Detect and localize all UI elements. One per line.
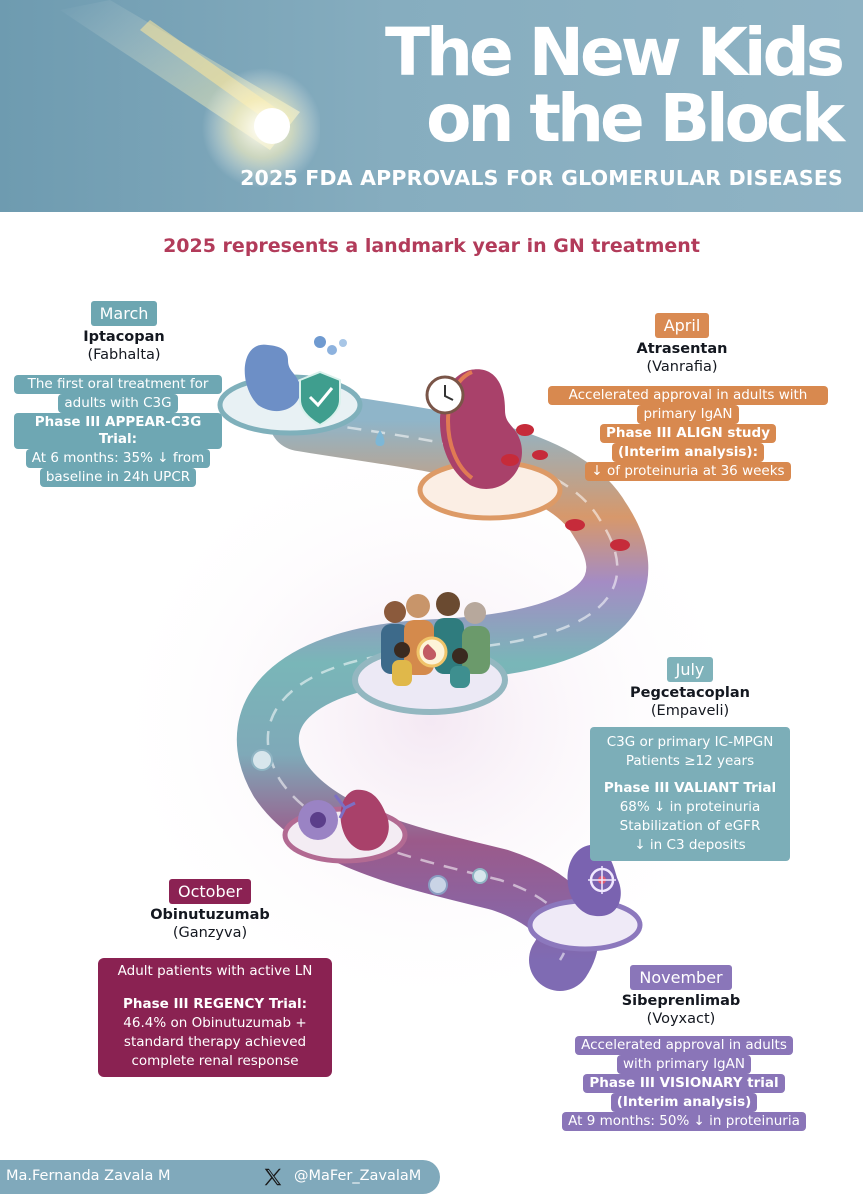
november-line-4: (Interim analysis)	[610, 1093, 758, 1112]
brand-name-voyxact: (Voyxact)	[646, 1011, 716, 1027]
november-line-3: Phase III VISIONARY trial	[583, 1074, 785, 1093]
july-line-4: 68% ↓ in proteinuria	[619, 799, 761, 815]
november-line-1: Accelerated approval in adults	[575, 1036, 793, 1055]
november-entry: November Sibeprenlimab (Voyxact)	[598, 965, 764, 1027]
month-badge-march: March	[90, 301, 158, 326]
april-entry: April Atrasentan (Vanrafia)	[612, 313, 752, 375]
timeline-road-illustration	[100, 336, 760, 1020]
month-badge-october: October	[168, 879, 252, 904]
october-line-2: Phase III REGENCY Trial:	[122, 996, 308, 1012]
october-line-4: standard therapy achieved	[123, 1034, 307, 1050]
july-line-5: Stabilization of eGFR	[619, 818, 761, 834]
july-line-2: Patients ≥12 years	[625, 753, 755, 769]
march-entry: March Iptacopan (Fabhalta)	[58, 301, 190, 363]
header-banner: The New Kids on the Block 2025 FDA APPRO…	[0, 0, 863, 212]
tagline: 2025 represents a landmark year in GN tr…	[163, 235, 700, 257]
march-line-2: adults with C3G	[58, 394, 178, 413]
july-line-6: ↓ in C3 deposits	[634, 837, 746, 853]
main-title: The New Kids on the Block	[385, 14, 845, 157]
october-line-3: 46.4% on Obinutuzumab +	[123, 1015, 307, 1031]
march-line-1: The first oral treatment for	[14, 375, 222, 394]
october-details: Adult patients with active LN Phase III …	[98, 958, 332, 1077]
march-details: The first oral treatment for adults with…	[14, 375, 222, 487]
drug-name-pegcetacoplan: Pegcetacoplan	[629, 685, 750, 701]
month-badge-july: July	[666, 657, 714, 682]
april-details: Accelerated approval in adults with prim…	[548, 386, 828, 481]
drug-name-iptacopan: Iptacopan	[83, 329, 165, 345]
july-line-1: C3G or primary IC-MPGN	[606, 734, 774, 750]
april-line-2: primary IgAN	[637, 405, 739, 424]
drug-name-obinutuzumab: Obinutuzumab	[150, 907, 270, 923]
april-line-1: Accelerated approval in adults with	[548, 386, 828, 405]
social-handle[interactable]: @MaFer_ZavalaM	[294, 1168, 422, 1184]
july-details: C3G or primary IC-MPGN Patients ≥12 year…	[590, 727, 790, 861]
brand-name-ganzyva: (Ganzyva)	[172, 925, 248, 941]
brand-name-vanrafia: (Vanrafia)	[646, 359, 718, 375]
november-line-2: with primary IgAN	[617, 1055, 751, 1074]
october-line-5: complete renal response	[131, 1053, 299, 1069]
brand-name-empaveli: (Empaveli)	[650, 703, 730, 719]
title-line-2: on the Block	[426, 80, 845, 157]
x-logo-icon	[264, 1168, 282, 1186]
author-name: Ma.Fernanda Zavala M	[6, 1168, 171, 1184]
month-badge-november: November	[630, 965, 732, 990]
march-line-4: At 6 months: 35% ↓ from	[25, 449, 211, 468]
footer-bar: Ma.Fernanda Zavala M @MaFer_ZavalaM	[0, 1160, 440, 1194]
comet-illustration	[60, 0, 320, 188]
drug-name-sibeprenlimab: Sibeprenlimab	[621, 993, 741, 1009]
october-entry: October Obinutuzumab (Ganzyva)	[130, 879, 290, 941]
october-line-1: Adult patients with active LN	[117, 963, 313, 979]
april-line-4: (Interim analysis):	[612, 443, 764, 462]
march-line-5: baseline in 24h UPCR	[39, 468, 197, 487]
drug-name-atrasentan: Atrasentan	[636, 341, 728, 357]
november-line-5: At 9 months: 50% ↓ in proteinuria	[562, 1112, 806, 1131]
march-line-3: Phase III APPEAR-C3G Trial:	[14, 413, 222, 449]
november-details: Accelerated approval in adults with prim…	[540, 1036, 828, 1131]
july-entry: July Pegcetacoplan (Empaveli)	[612, 657, 768, 719]
title-line-1: The New Kids	[385, 14, 845, 91]
brand-name-fabhalta: (Fabhalta)	[87, 347, 161, 363]
subtitle: 2025 FDA APPROVALS FOR GLOMERULAR DISEAS…	[240, 166, 843, 190]
april-line-5: ↓ of proteinuria at 36 weeks	[585, 462, 791, 481]
april-line-3: Phase III ALIGN study	[600, 424, 776, 443]
month-badge-april: April	[654, 313, 710, 338]
july-line-3: Phase III VALIANT Trial	[603, 780, 777, 796]
